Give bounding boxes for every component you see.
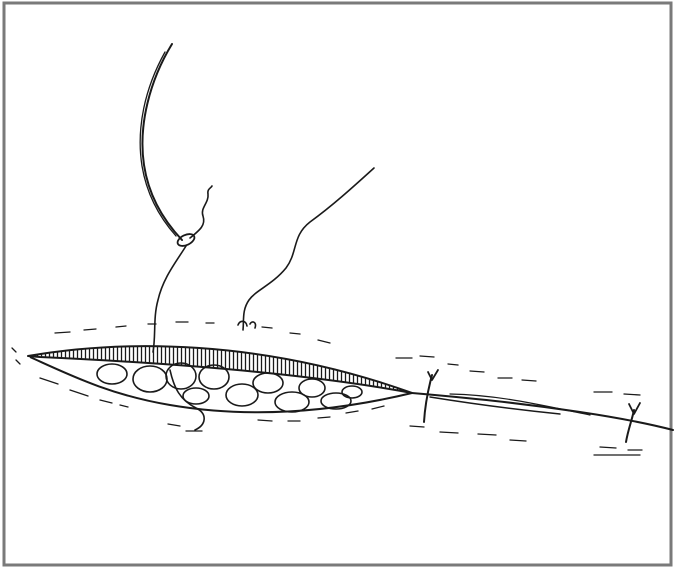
fat-lobule [166, 363, 196, 389]
fat-lobule [183, 388, 209, 404]
fat-lobule [253, 373, 283, 393]
frame-border [4, 3, 671, 565]
fat-lobule [97, 364, 127, 384]
free-thread-end [243, 168, 374, 330]
fat-lobule [299, 379, 325, 397]
curved-needle [140, 44, 196, 248]
needle-thread-tail [190, 186, 212, 238]
needle-thread-to-wound [153, 246, 186, 352]
fat-lobule [342, 386, 362, 398]
fat-lobule [133, 366, 167, 392]
fat-lobule [226, 384, 258, 406]
